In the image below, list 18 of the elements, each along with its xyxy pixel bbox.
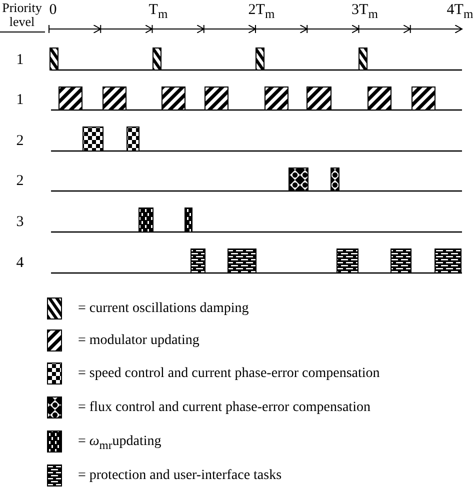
legend-text: = current oscillations damping xyxy=(78,302,249,316)
legend-text: = protection and user-interface tasks xyxy=(78,469,282,483)
time-tick-label: 4T$_{m}$ xyxy=(446,3,474,20)
time-tick-label: 2T$_{m}$ xyxy=(248,3,275,20)
column-header: Priority level xyxy=(1,1,43,30)
time-tick-label: 0 xyxy=(49,3,57,18)
priority-number: 1 xyxy=(16,93,24,108)
legend-text: = flux control and current phase-error compensation xyxy=(78,401,370,415)
priority-number: 2 xyxy=(16,134,24,149)
legend-text: = ω$_{mr}$updating xyxy=(78,435,162,452)
priority-number: 3 xyxy=(16,215,24,230)
time-tick-label: 3T$_{m}$ xyxy=(352,3,378,20)
priority-number: 1 xyxy=(16,53,24,68)
legend-text: = speed control and current phase-error compensation xyxy=(78,367,380,381)
legend-text: = modulator updating xyxy=(78,334,200,348)
priority-number: 4 xyxy=(16,256,24,271)
priority-number: 2 xyxy=(16,174,24,189)
time-tick-label: T$_{m}$ xyxy=(148,3,168,20)
